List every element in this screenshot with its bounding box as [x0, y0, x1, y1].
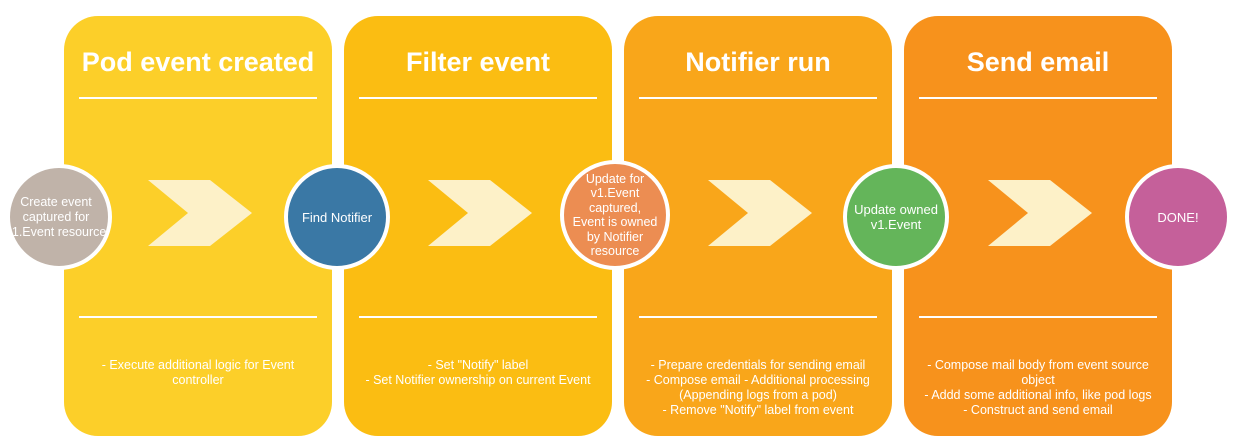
chevron-arrow-icon	[988, 180, 1092, 246]
node-find-notifier: Find Notifier	[284, 164, 390, 270]
node-done: DONE!	[1125, 164, 1231, 270]
node-label: Create event captured for v1.Event resou…	[6, 194, 107, 239]
chevron-arrow-icon	[428, 180, 532, 246]
divider-top	[919, 97, 1157, 99]
stage-description: - Execute additional logic for Event con…	[101, 358, 295, 387]
divider-top	[639, 97, 877, 99]
node-label: Find Notifier	[301, 209, 373, 225]
node-update-event-captured: Update for v1.Event captured, Event is o…	[560, 160, 670, 270]
chevron-arrow-icon	[708, 180, 812, 246]
divider-bottom	[639, 316, 877, 318]
stage-title: Pod event created	[81, 47, 315, 77]
node-label: Update for v1.Event captured, Event is o…	[572, 171, 658, 259]
node-label: DONE!	[1157, 209, 1199, 225]
divider-top	[79, 97, 317, 99]
stage-description: - Compose mail body from event source ob…	[924, 358, 1152, 417]
stage-description: - Set "Notify" label - Set Notifier owne…	[365, 358, 591, 387]
divider-bottom	[359, 316, 597, 318]
chevron-arrow-icon	[148, 180, 252, 246]
stage-title: Notifier run	[685, 47, 831, 77]
stage-description: - Prepare credentials for sending email …	[646, 358, 870, 417]
divider-bottom	[79, 316, 317, 318]
stage-title: Send email	[966, 47, 1110, 77]
node-update-owned-event: Update owned v1.Event	[843, 164, 949, 270]
node-label: Update owned v1.Event	[854, 202, 938, 232]
stage-title: Filter event	[405, 47, 551, 77]
divider-top	[359, 97, 597, 99]
divider-bottom	[919, 316, 1157, 318]
node-create-event: Create event captured for v1.Event resou…	[6, 164, 112, 270]
